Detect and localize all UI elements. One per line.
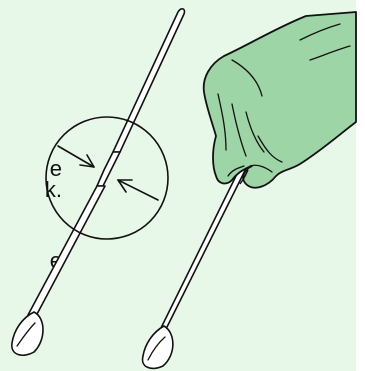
arrow-upper-icon [58,146,94,167]
left-swab [12,9,185,355]
left-swab-shaft-lower [28,186,105,316]
arrow-lower-icon [118,180,158,200]
right-swab-tip [143,326,173,368]
left-swab-breakpoint [97,152,120,186]
left-swab-shaft-upper [113,9,184,152]
left-swab-tip [12,312,43,355]
hand-icon [204,12,356,188]
